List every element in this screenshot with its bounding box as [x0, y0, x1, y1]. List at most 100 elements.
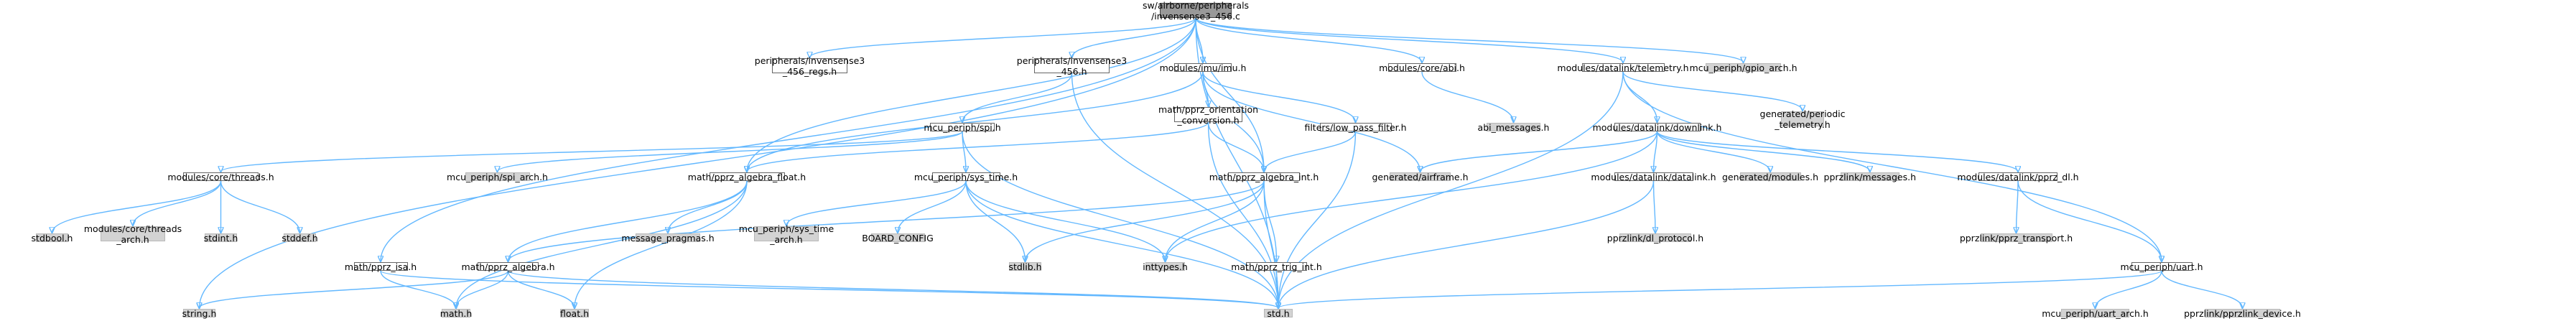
edge-imu-to-lpf	[1202, 71, 1356, 122]
graph-node-gpio: mcu_periph/gpio_arch.h	[1689, 62, 1798, 73]
graph-node-orient[interactable]: math/pprz_orientation _conversion.h	[1158, 103, 1259, 126]
graph-node-regs[interactable]: peripherals/invensense3 _456_regs.h	[754, 55, 865, 77]
edge-dldatalink-to-dlproto	[1654, 180, 1656, 233]
edge-pprzdl-to-pprztrans	[2017, 180, 2019, 233]
graph-node-abimsg: abi_messages.h	[1477, 121, 1550, 133]
edge-alg-to-math	[456, 270, 509, 308]
edge-algint-to-inttypes	[1166, 180, 1265, 261]
graph-node-isa[interactable]: math/pprz_isa.h	[344, 261, 417, 272]
edge-uart-to-uartarch	[2096, 270, 2162, 308]
edge-systime-to-inttypes	[965, 180, 1166, 261]
graph-node-math: math.h	[440, 307, 473, 319]
edge-root-to-string	[200, 17, 1196, 308]
edge-telem-to-uart	[1622, 71, 2162, 261]
edge-root-to-isa	[381, 17, 1196, 261]
graph-node-telem[interactable]: modules/datalink/telemetry.h	[1557, 62, 1689, 73]
edge-imu-to-airframe	[1202, 71, 1420, 172]
edge-root-to-abi	[1195, 17, 1422, 62]
graph-node-dlproto: pprzlink/dl_protocol.h	[1606, 232, 1704, 243]
graph-node-trig[interactable]: math/pprz_trig_int.h	[1231, 261, 1322, 272]
graph-node-abi[interactable]: modules/core/abi.h	[1379, 62, 1465, 73]
graph-node-systime[interactable]: mcu_periph/sys_time.h	[913, 171, 1018, 182]
edge-inv_h-to-spi	[962, 73, 1073, 122]
edge-root-to-gpio	[1195, 17, 1744, 62]
graph-node-threads[interactable]: modules/core/threads.h	[167, 171, 274, 182]
graph-node-algfloat[interactable]: math/pprz_algebra_float.h	[687, 171, 806, 182]
graph-node-lpf[interactable]: filters/low_pass_filter.h	[1304, 121, 1407, 133]
edge-root-to-inv_h	[1072, 17, 1196, 57]
graph-node-thrarch: modules/core/threads _arch.h	[83, 223, 182, 245]
graph-node-pprzdl[interactable]: modules/datalink/pprz_dl.h	[1957, 171, 2079, 182]
graph-node-msgpragmas: message_pragmas.h	[621, 232, 715, 243]
edge-spi-to-threads	[221, 131, 963, 172]
graph-node-genmod: generated/modules.h	[1721, 171, 1819, 182]
edge-spi-to-std	[962, 131, 1278, 308]
graph-node-uartarch: mcu_periph/uart_arch.h	[2042, 307, 2149, 319]
graph-node-algint[interactable]: math/pprz_algebra_int.h	[1209, 171, 1319, 182]
graph-node-periodic: generated/periodic _telemetry.h	[1759, 108, 1846, 130]
graph-node-float: float.h	[560, 307, 589, 319]
edge-orient-to-algint	[1207, 121, 1265, 172]
edge-algfloat-to-alg	[508, 180, 748, 261]
graph-node-stdbool: stdbool.h	[31, 232, 73, 243]
edge-downlink-to-genmod	[1656, 131, 1771, 172]
edge-algfloat-to-msgpragmas	[668, 180, 748, 233]
edge-isa-to-std	[380, 270, 1278, 308]
edge-alg-to-float	[507, 270, 575, 308]
graph-node-spiarch: mcu_periph/spi_arch.h	[447, 171, 548, 182]
graph-node-systimearch: mcu_periph/sys_time _arch.h	[738, 223, 834, 245]
edge-downlink-to-pprzdl	[1656, 131, 2019, 172]
edge-orient-to-std	[1207, 121, 1279, 308]
edge-root-to-algint	[1195, 17, 1264, 172]
edge-uart-to-std	[1278, 270, 2162, 308]
edge-imu-to-algfloat	[747, 71, 1204, 172]
edge-root-to-algfloat	[747, 17, 1196, 172]
edge-uart-to-pprzdev	[2161, 270, 2243, 308]
graph-node-spi[interactable]: mcu_periph/spi.h	[924, 121, 1001, 133]
graph-node-boardcfg: BOARD_CONFIG	[862, 232, 934, 243]
graph-node-std: std.h	[1264, 308, 1293, 319]
edge-algfloat-to-float	[575, 180, 748, 308]
graph-node-stdlib: stdlib.h	[1008, 261, 1042, 272]
edge-root-to-telem	[1195, 17, 1623, 62]
edge-telem-to-downlink	[1622, 71, 1657, 122]
edge-threads-to-stddef	[220, 180, 300, 233]
edge-systime-to-boardcfg	[898, 180, 967, 233]
graph-node-inttypes: inttypes.h	[1143, 261, 1188, 272]
graph-node-root: sw/airborne/peripherals /invensense3_456…	[1142, 0, 1250, 22]
graph-node-imu[interactable]: modules/imu/imu.h	[1159, 62, 1247, 73]
graph-node-alg[interactable]: math/pprz_algebra.h	[461, 261, 555, 272]
edge-systime-to-std	[965, 180, 1278, 308]
edge-threads-to-thrarch	[133, 180, 222, 226]
edge-root-to-regs	[810, 17, 1196, 57]
edge-downlink-to-inttypes	[1166, 131, 1658, 261]
graph-node-downlink[interactable]: modules/datalink/downlink.h	[1592, 121, 1722, 133]
edge-threads-to-stdbool	[52, 180, 222, 233]
graph-node-airframe: generated/airframe.h	[1372, 171, 1469, 182]
edge-algint-to-alg	[508, 180, 1265, 261]
graph-node-stdint: stdint.h	[203, 232, 238, 243]
edge-alg-to-string	[200, 270, 509, 308]
edge-telem-to-periodic	[1622, 71, 1803, 111]
edge-systime-to-systimearch	[786, 180, 967, 226]
graph-node-inv-h[interactable]: peripherals/invensense3 _456.h	[1016, 55, 1127, 77]
edge-isa-to-math	[380, 270, 456, 308]
edge-orient-to-algfloat	[747, 121, 1209, 172]
edge-spi-to-spiarch	[498, 131, 963, 172]
edge-lpf-to-algint	[1264, 131, 1357, 172]
edge-pprzdl-to-uart	[2017, 180, 2162, 261]
graph-node-pprzmsg: pprzlink/messages.h	[1823, 171, 1916, 182]
graph-node-stddef: stddef.h	[282, 232, 318, 243]
edge-algfloat-to-math	[456, 180, 748, 308]
graph-node-pprzdev: pprzlink/pprzlink_device.h	[2184, 307, 2301, 319]
edge-downlink-to-pprzmsg	[1656, 131, 1870, 172]
edge-algint-to-stdlib	[1026, 180, 1265, 261]
edge-abi-to-abimsg	[1421, 71, 1514, 122]
graph-node-uart[interactable]: mcu_periph/uart.h	[2120, 261, 2203, 272]
edge-systime-to-stdlib	[965, 180, 1026, 261]
graph-node-dldatalink[interactable]: modules/datalink/datalink.h	[1591, 171, 1716, 182]
edge-downlink-to-airframe	[1420, 131, 1658, 172]
graph-node-pprztrans: pprzlink/pprz_transport.h	[1959, 232, 2073, 243]
